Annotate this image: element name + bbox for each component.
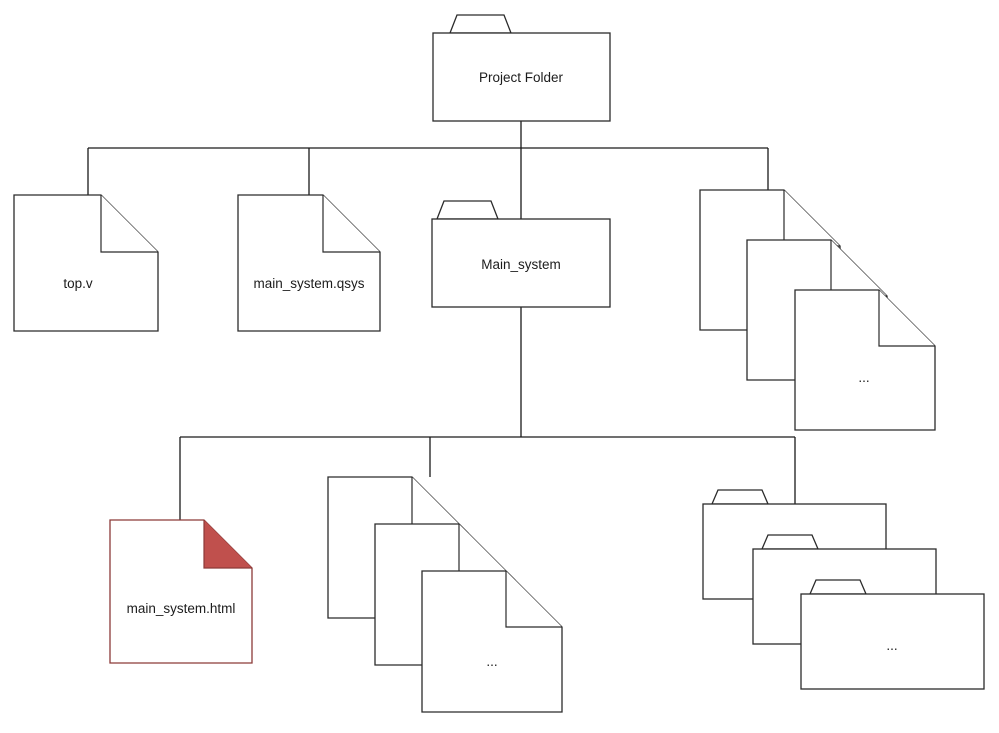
document-fold-corner	[203, 520, 252, 569]
folder-body	[431, 218, 611, 308]
folder-body	[800, 593, 985, 690]
document-body	[421, 570, 563, 713]
folder-tab	[711, 489, 769, 505]
node-label: Project Folder	[479, 70, 564, 85]
node-label: ...	[486, 654, 497, 669]
document-body	[13, 194, 159, 332]
node-label: main_system.html	[127, 601, 236, 616]
connector-root-level	[87, 121, 769, 219]
node-label: top.v	[63, 276, 93, 291]
node-more-folders-main-system: ...	[702, 489, 985, 690]
document-fold-corner	[878, 290, 935, 347]
node-label: Main_system	[481, 257, 561, 272]
node-label: main_system.qsys	[253, 276, 364, 291]
document-fold-corner	[100, 195, 158, 253]
node-main-system-qsys: main_system.qsys	[237, 194, 381, 332]
document-body	[794, 289, 936, 431]
document-fold-corner	[505, 571, 562, 628]
folder-tab	[436, 200, 499, 220]
node-main-system-folder: Main_system	[431, 200, 611, 308]
stacked-document-front: ...	[794, 289, 936, 431]
folder-tab	[809, 579, 867, 595]
document-fold-corner	[322, 195, 380, 253]
folder-tab	[761, 534, 819, 550]
node-more-files-root: ...	[699, 189, 936, 431]
stacked-folder-front: ...	[800, 579, 985, 690]
folder-body	[432, 32, 611, 122]
node-label: ...	[858, 370, 869, 385]
node-top-v: top.v	[13, 194, 159, 332]
node-more-files-main-system: ...	[327, 476, 563, 713]
document-body	[237, 194, 381, 332]
node-main-system-html: main_system.html	[109, 519, 253, 664]
node-label: ...	[886, 638, 897, 653]
folder-tab	[449, 14, 512, 34]
connector-sub-level	[179, 307, 796, 520]
stacked-document-front: ...	[421, 570, 563, 713]
document-body	[109, 519, 253, 664]
node-project-folder: Project Folder	[432, 14, 611, 122]
